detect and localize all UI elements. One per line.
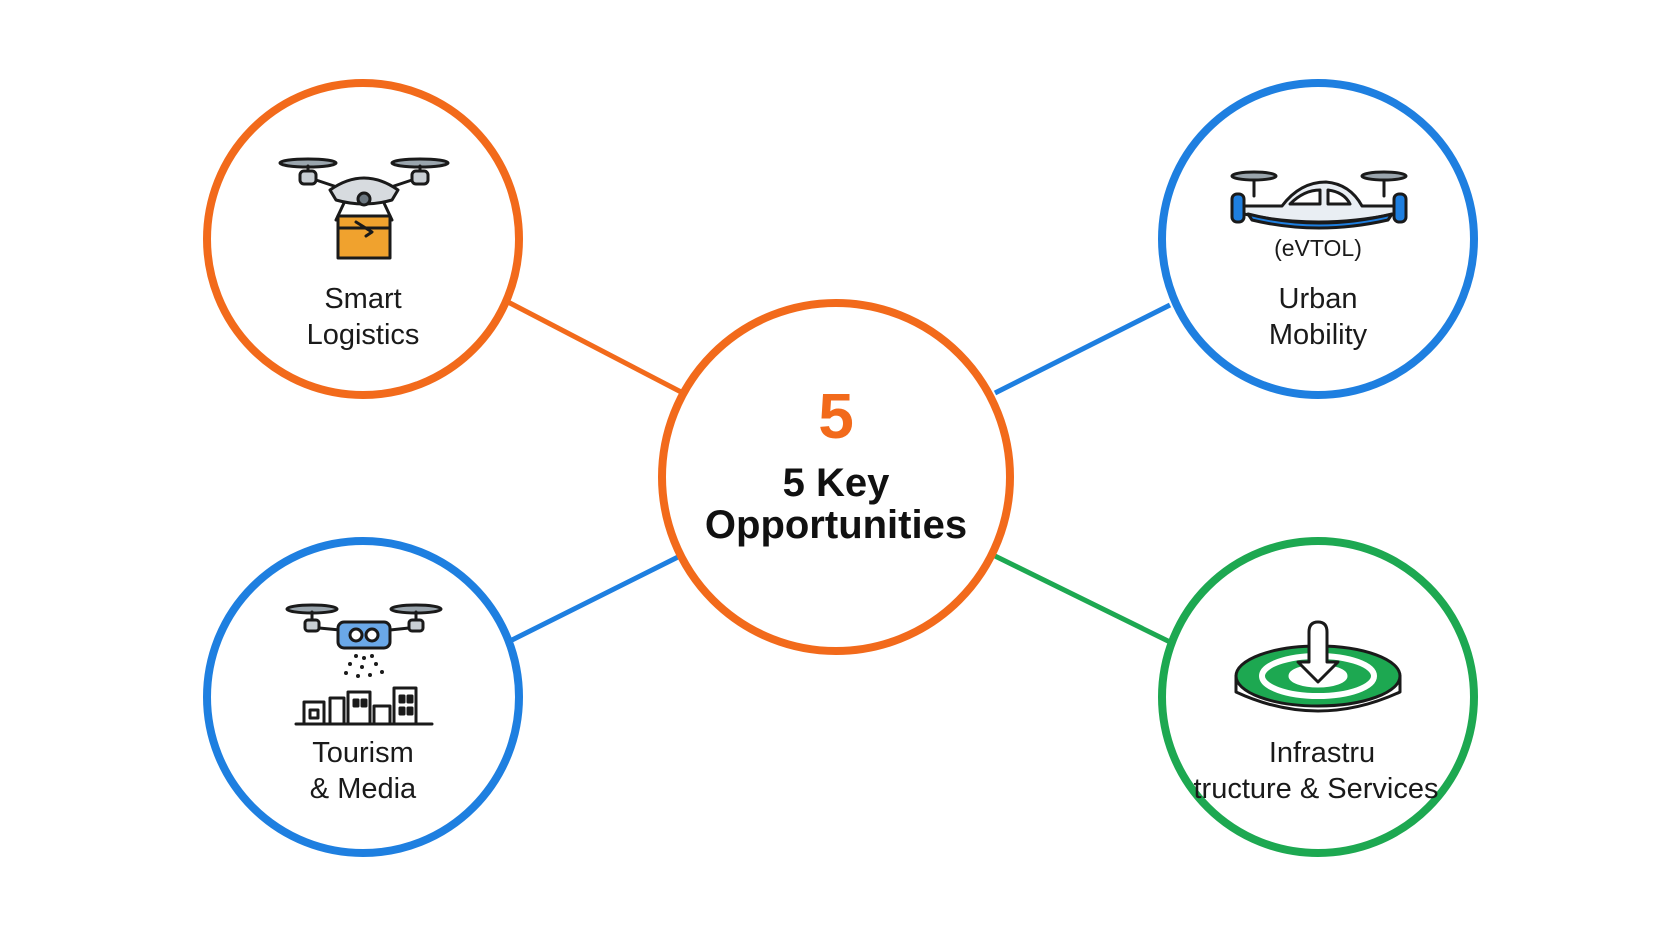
connector-tourism-media (510, 553, 682, 643)
smart-logistics-line2: Logistics (307, 319, 420, 351)
center-title-line1: 5 Key (783, 461, 890, 505)
evtol-air-taxi-icon (1230, 170, 1408, 230)
connector-smart-logistics (506, 299, 685, 396)
center-node: 5 5 Key Opportunities (658, 299, 1014, 655)
connector-urban-mobility (993, 302, 1172, 396)
tourism-media-line2: & Media (310, 773, 417, 805)
connector-infrastructure (993, 553, 1172, 645)
infrastructure-line1: Infrastru (1269, 737, 1375, 769)
urban-mobility-line1: Urban (1279, 283, 1358, 315)
tourism-media-line1: Tourism (312, 737, 414, 769)
center-title-line2: Opportunities (705, 503, 967, 547)
infrastructure-line2: tructure & Services (1194, 773, 1439, 805)
smart-logistics-line1: Smart (324, 283, 401, 315)
node-infrastructure: Infrastru tructure & Services (1158, 537, 1478, 857)
node-tourism-media: Tourism & Media (203, 537, 523, 857)
node-smart-logistics: Smart Logistics (203, 79, 523, 399)
urban-mobility-line2: Mobility (1269, 319, 1368, 351)
center-number: 5 (818, 380, 854, 452)
landing-pad-icon (1234, 620, 1402, 713)
camera-drone-city-icon (285, 603, 443, 726)
urban-mobility-tag: (eVTOL) (1274, 235, 1362, 261)
delivery-drone-icon (278, 157, 450, 260)
node-urban-mobility: (eVTOL) Urban Mobility (1158, 79, 1478, 399)
